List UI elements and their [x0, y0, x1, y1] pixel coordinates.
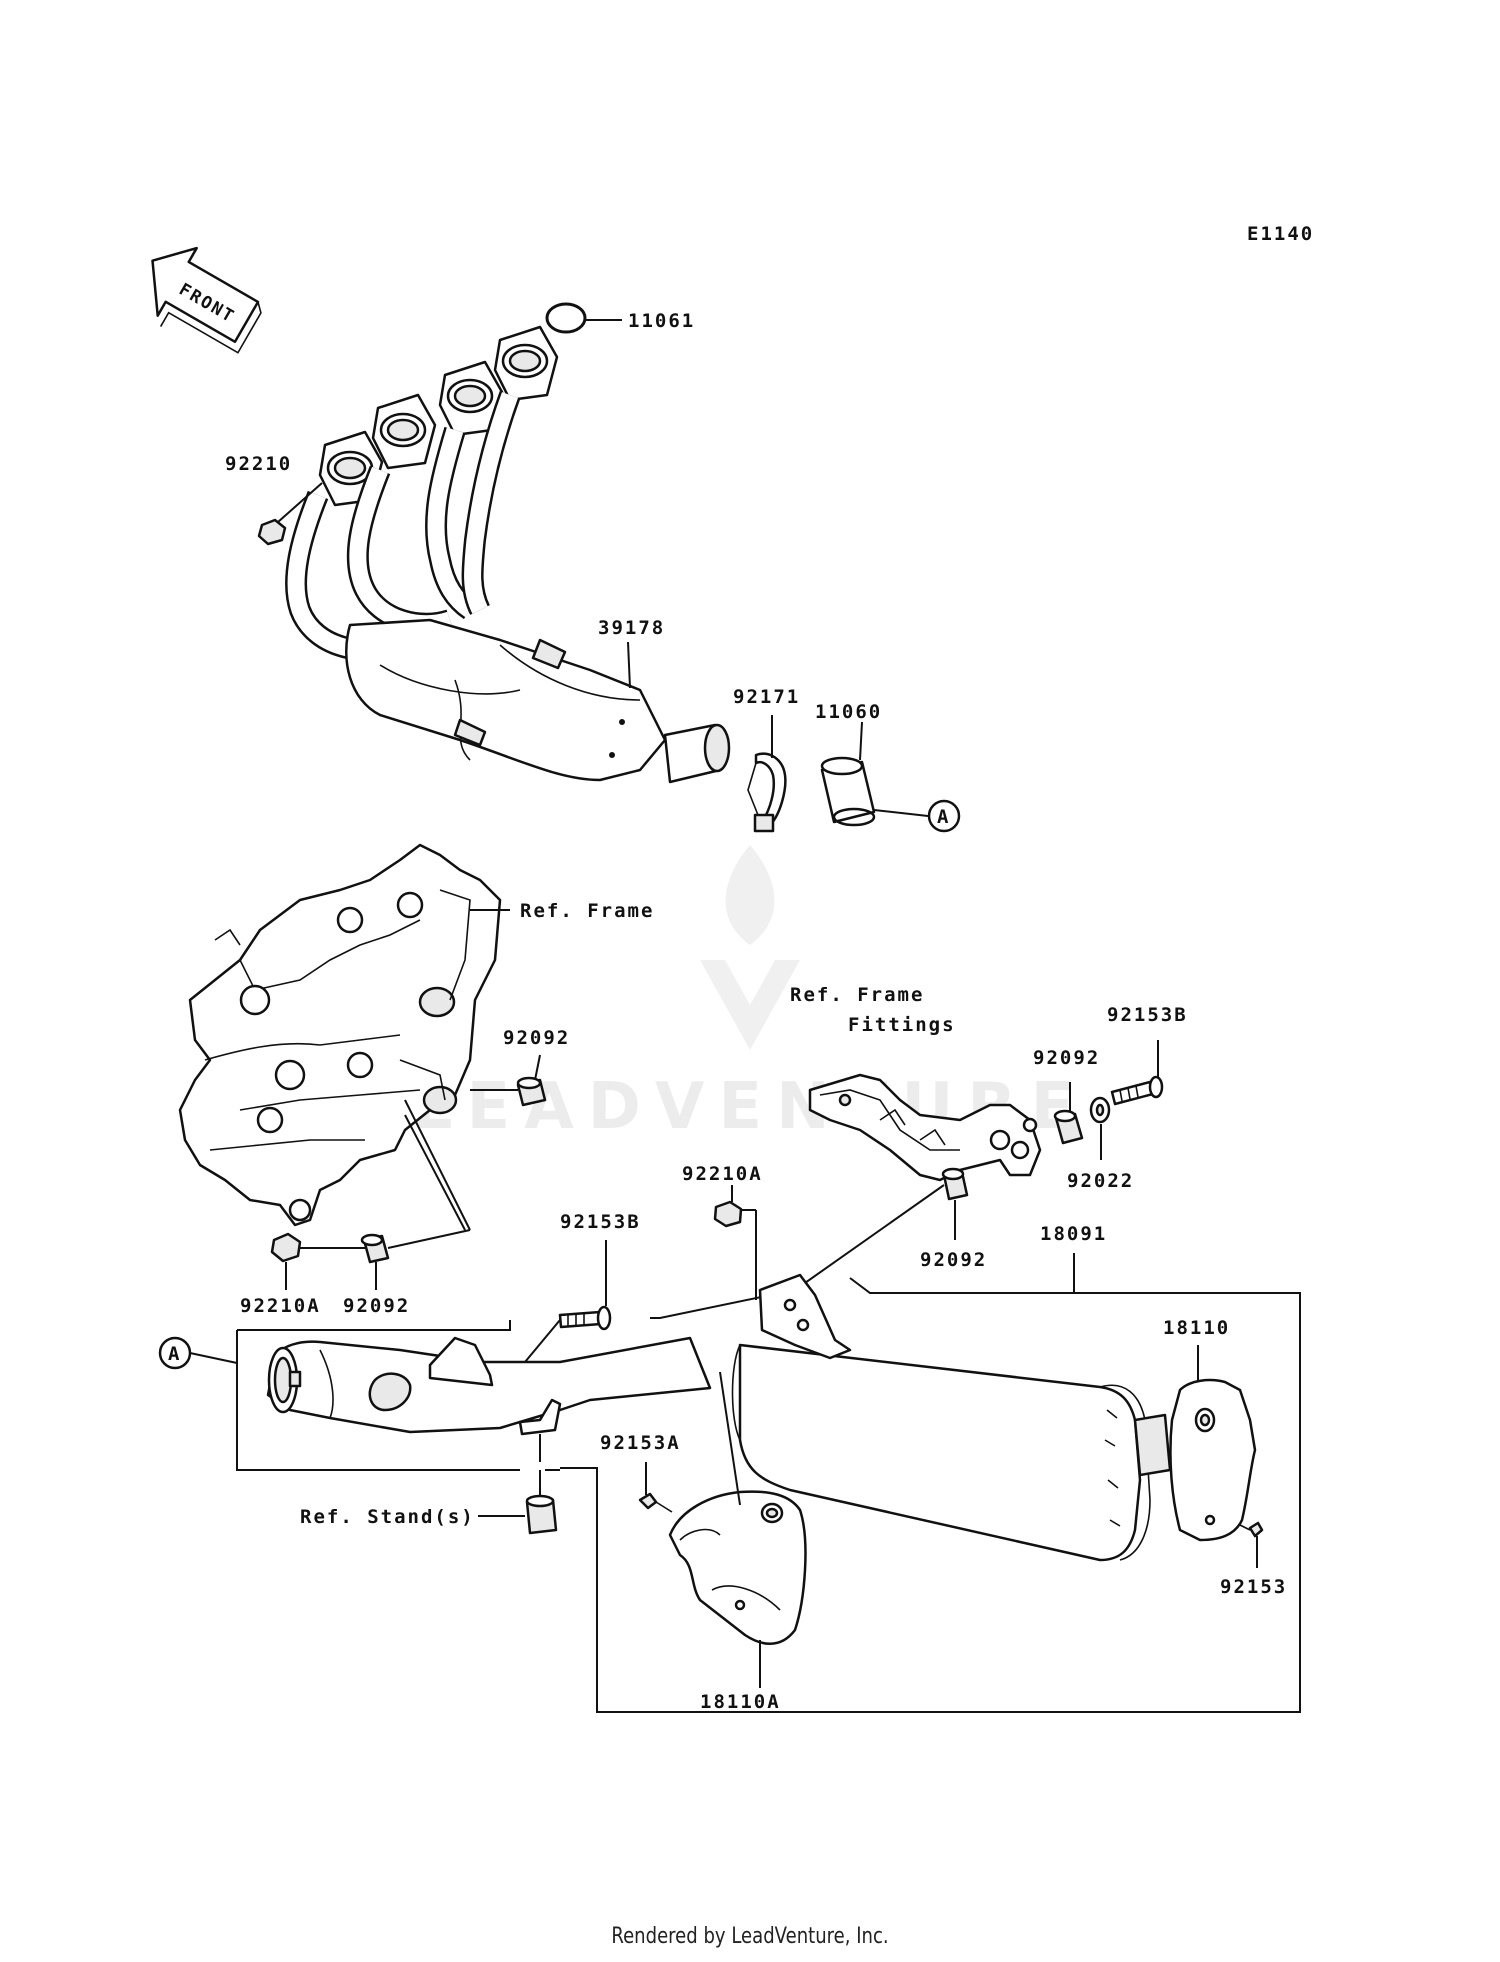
muffler-18091 [731, 1273, 1172, 1562]
svg-text:A: A [937, 806, 950, 828]
label-18110A: 18110A [700, 1691, 781, 1713]
assembly-box-18091 [560, 1277, 1301, 1713]
grommet-92092-center [941, 1167, 969, 1201]
header-flange-1 [318, 430, 384, 507]
label-39178: 39178 [598, 617, 665, 639]
svg-text:A: A [168, 1343, 181, 1365]
label-92210A-center: 92210A [682, 1163, 763, 1185]
label-92092-frame: 92092 [503, 1027, 570, 1049]
mid-pipe [266, 1336, 712, 1436]
label-ref-frame-fittings-1: Ref. Frame [790, 984, 924, 1006]
label-18110: 18110 [1163, 1317, 1230, 1339]
bolt-92153B-left [558, 1305, 612, 1331]
heat-guard-18110A [668, 1490, 807, 1645]
connector-a-top: A [927, 799, 961, 833]
frame-fittings-reference [808, 1073, 1042, 1182]
nut-92210 [257, 518, 287, 546]
label-ref-frame-fittings-2: Fittings [848, 1014, 956, 1036]
label-92153A: 92153A [600, 1432, 681, 1454]
frame-reference [178, 843, 502, 1227]
label-92153B-left: 92153B [560, 1211, 641, 1233]
connector-a-left: A [158, 1336, 192, 1370]
header-flange-2 [371, 393, 437, 470]
screw-92153 [1239, 1521, 1264, 1538]
header-flange-4 [493, 325, 559, 402]
label-11060: 11060 [815, 701, 882, 723]
stand-damper [525, 1494, 558, 1535]
clamp-92171 [747, 752, 787, 833]
watermark: LEADVENTURE [412, 845, 1074, 1144]
label-92210: 92210 [225, 453, 292, 475]
label-92092-center: 92092 [920, 1249, 987, 1271]
nut-92210A-center [713, 1200, 743, 1228]
diagram-code: E1140 [1247, 223, 1314, 245]
muffler-cover-18110 [1169, 1378, 1257, 1542]
label-92153: 92153 [1220, 1576, 1287, 1598]
washer-92022 [1089, 1096, 1111, 1124]
label-92171: 92171 [733, 686, 800, 708]
label-92022: 92022 [1067, 1170, 1134, 1192]
grommet-92092-frame [516, 1076, 547, 1107]
nut-92210A-left [270, 1232, 302, 1263]
screw-92153A [638, 1492, 673, 1513]
grommet-92092-left [360, 1233, 390, 1264]
bolt-92153B-right [1110, 1075, 1164, 1106]
front-arrow-icon: FRONT [151, 246, 262, 354]
label-11061: 11061 [628, 310, 695, 332]
label-92092-left: 92092 [343, 1295, 410, 1317]
gasket-sleeve-11060 [820, 756, 876, 827]
gasket-11061 [545, 302, 587, 334]
label-92092-right: 92092 [1033, 1047, 1100, 1069]
label-18091: 18091 [1040, 1223, 1107, 1245]
exhaust-header-39178 [285, 325, 731, 784]
label-ref-frame: Ref. Frame [520, 900, 654, 922]
label-92153B-right: 92153B [1107, 1004, 1188, 1026]
grommet-92092-right [1053, 1109, 1084, 1145]
label-92210A-left: 92210A [240, 1295, 321, 1317]
header-flange-3 [438, 360, 504, 437]
label-ref-stands: Ref. Stand(s) [300, 1506, 475, 1528]
footer-credit: Rendered by LeadVenture, Inc. [611, 1924, 889, 1949]
